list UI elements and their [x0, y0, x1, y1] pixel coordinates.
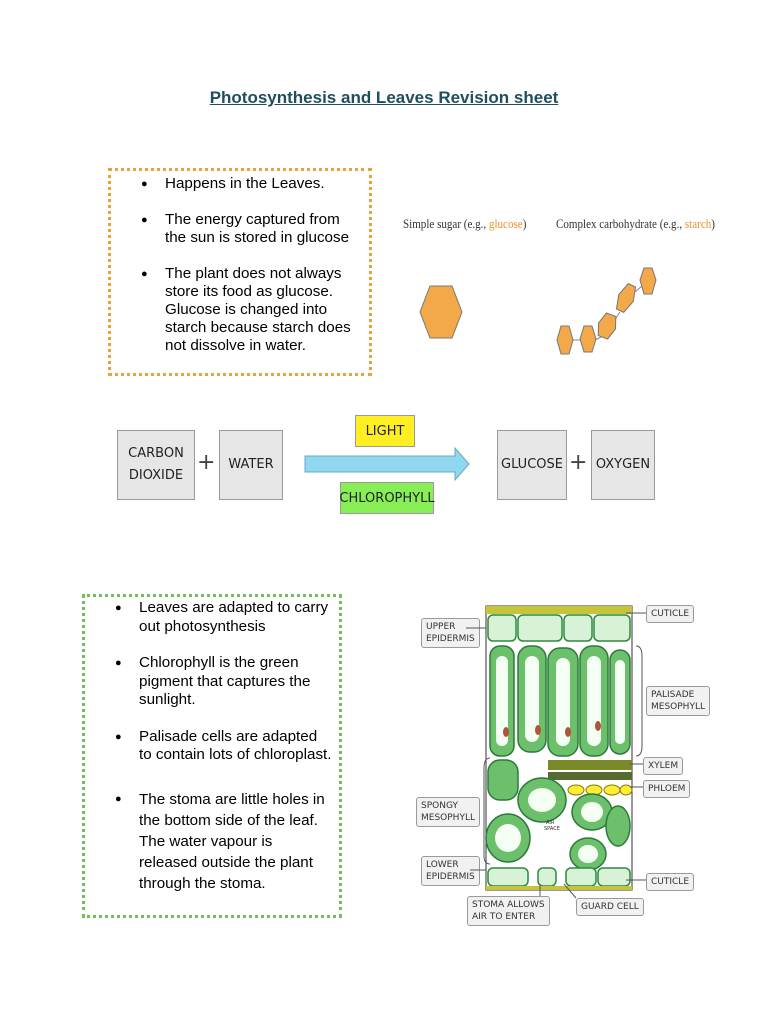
sugar-molecules-diagram	[419, 267, 657, 355]
callout-connectors	[466, 612, 646, 899]
product-oxygen-box: OXYGEN	[591, 430, 655, 500]
air-space-label: AIR	[546, 820, 555, 826]
starch-chain	[556, 267, 657, 355]
reactant-water-box: WATER	[219, 430, 283, 500]
list-item: Happens in the Leaves.	[133, 175, 363, 193]
phloem-cells	[567, 784, 633, 796]
guard-cell-label: GUARD CELL	[576, 898, 644, 916]
cuticle-bottom-label: CUTICLE	[646, 873, 695, 891]
list-item: The stoma are little holes in the bottom…	[107, 789, 333, 894]
list-item: Leaves are adapted to carry out photosyn…	[107, 599, 333, 636]
cuticle-top-label: CUTICLE	[646, 605, 695, 623]
phloem-label: PHLOEM	[643, 780, 691, 798]
chlorophyll-tag: CHLOROPHYLL	[339, 482, 435, 514]
product-glucose-box: GLUCOSE	[497, 430, 567, 500]
upper-epidermis-cells	[487, 614, 631, 642]
plus-sign: +	[197, 450, 216, 475]
list-item: The energy captured from the sun is stor…	[133, 211, 363, 247]
xylem-label: XYLEM	[643, 757, 684, 775]
starch-unit	[556, 325, 574, 355]
starch-unit	[615, 283, 637, 313]
lower-epidermis-cells	[487, 867, 631, 887]
simple-sugar-label: Simple sugar (e.g., glucose)	[403, 216, 527, 231]
leaf-cross-section-diagram: AIR SPACE	[485, 605, 633, 891]
facts-top-box: Happens in the Leaves. The energy captur…	[108, 168, 372, 376]
list-item: Palisade cells are adapted to contain lo…	[107, 728, 333, 765]
list-item: Chlorophyll is the green pigment that ca…	[107, 654, 333, 710]
light-tag: LIGHT	[355, 415, 415, 447]
complex-carbohydrate-label: Complex carbohydrate (e.g., starch)	[556, 216, 715, 231]
glucose-hexagon	[419, 285, 463, 339]
air-space-label: SPACE	[544, 826, 560, 832]
cuticle-layer	[486, 606, 632, 614]
list-item: The plant does not always store its food…	[133, 265, 363, 355]
reaction-arrow	[304, 446, 470, 482]
starch-unit	[597, 312, 617, 340]
cuticle-layer	[486, 886, 632, 890]
xylem-band	[548, 760, 632, 770]
facts-bottom-box: Leaves are adapted to carry out photosyn…	[82, 594, 342, 918]
starch-unit	[639, 267, 657, 295]
page-title: Photosynthesis and Leaves Revision sheet	[209, 88, 559, 107]
plus-sign: +	[569, 450, 588, 475]
starch-unit	[579, 325, 597, 353]
